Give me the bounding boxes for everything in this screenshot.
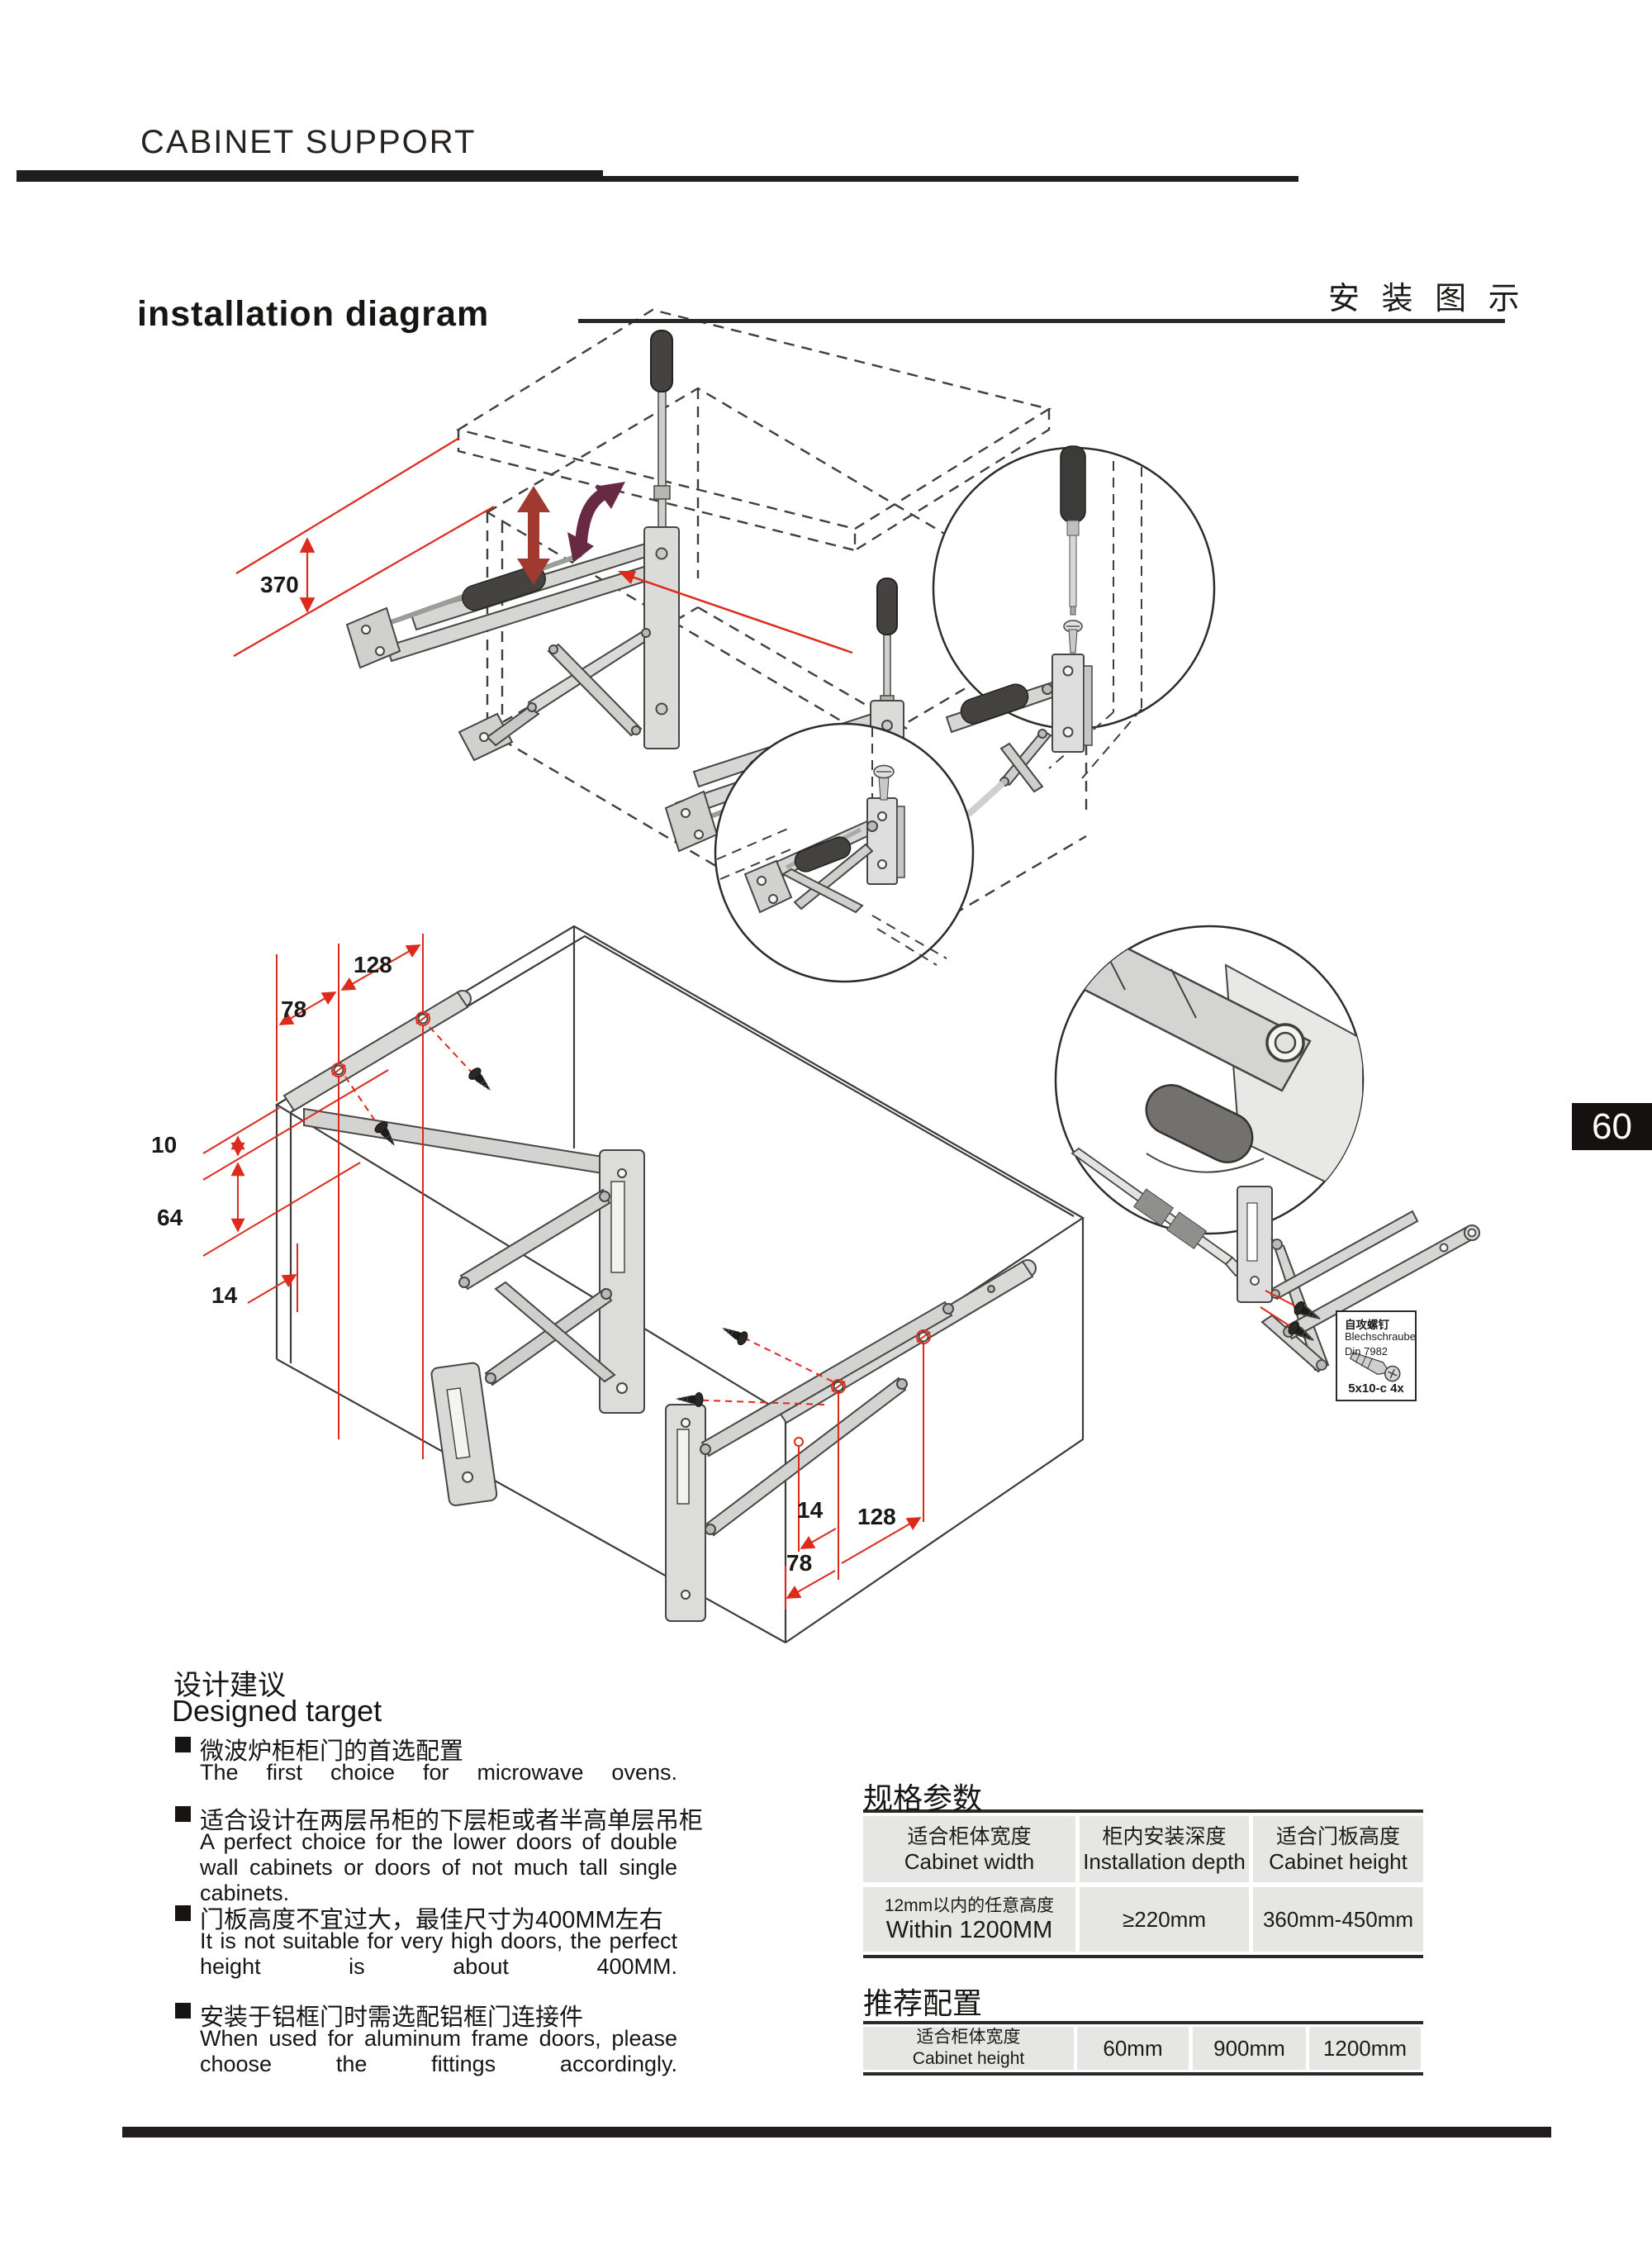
page-title: CABINET SUPPORT <box>140 124 477 160</box>
bullet-square <box>175 2003 191 2019</box>
screwdriver-icon <box>1060 445 1086 654</box>
config-value-1: 60mm <box>1077 2027 1189 2070</box>
header-rule-thin <box>603 176 1298 182</box>
top-concept-diagram <box>233 308 1089 963</box>
section-title-cn: 安 装 图 示 <box>1328 282 1526 316</box>
screw-graphic-icon <box>1350 1352 1401 1382</box>
bullet-4-en: When used for aluminum frame doors, plea… <box>200 2026 677 2076</box>
spec-cell-depth-value: ≥220mm <box>1080 1887 1249 1952</box>
page-number-tab: 60 <box>1572 1103 1652 1150</box>
bullet-4-cn: 安装于铝框门时需选配铝框门连接件 <box>200 2004 584 2031</box>
designed-target-title-en: Designed target <box>172 1694 382 1728</box>
dimension-370 <box>233 437 495 657</box>
screw-label-size: 5x10-c 4x <box>1348 1381 1404 1396</box>
dim-label-370: 370 <box>260 572 299 597</box>
bullet-2-en: A perfect choice for the lower doors of … <box>200 1829 677 1905</box>
dim-label-bottom-14: 14 <box>797 1497 824 1523</box>
spec-header-cabinet-height: 适合门板高度 Cabinet height <box>1253 1816 1423 1882</box>
dim-label-bottom-128: 128 <box>857 1504 896 1529</box>
config-row-header: 适合柜体宽度 Cabinet height <box>863 2027 1074 2070</box>
bullet-square <box>175 1737 191 1752</box>
detail-circle-arm <box>1054 925 1365 1235</box>
main-cabinet-diagram <box>202 925 1085 1643</box>
config-table-rule-top <box>863 2021 1423 2024</box>
dim-label-bottom-78: 78 <box>786 1550 813 1576</box>
screw-info-box <box>1336 1310 1417 1401</box>
spec-table-rule-top <box>863 1809 1423 1813</box>
exploded-mechanism <box>1070 1147 1480 1401</box>
lift-mechanism-left <box>345 330 680 762</box>
screw-label-din: Din 7982 <box>1345 1345 1389 1358</box>
spec-header-installation-depth: 柜内安装深度 Installation depth <box>1080 1816 1249 1882</box>
screw-above-icon <box>873 764 895 801</box>
lifted-door-outline <box>455 308 1052 552</box>
motion-arrow-vertical <box>517 486 550 585</box>
config-table-title: 推荐配置 <box>863 1986 983 2020</box>
bullet-square <box>175 1806 191 1822</box>
motion-arrow-swing <box>567 482 625 563</box>
dim-label-left-14: 14 <box>211 1282 238 1308</box>
spec-cell-height-value: 360mm-450mm <box>1253 1887 1423 1952</box>
section-title: installation diagram <box>137 294 490 334</box>
pointer-arrow <box>618 571 853 654</box>
damper-capsule-icon <box>462 565 546 611</box>
spec-table-rule-bottom <box>863 1955 1423 1958</box>
dim-label-top-128: 128 <box>354 952 392 977</box>
bullet-square <box>175 1905 191 1921</box>
page-number: 60 <box>1592 1106 1632 1147</box>
dim-label-64: 64 <box>157 1205 183 1230</box>
spec-cell-width-value: 12mm以内的任意高度 Within 1200MM <box>863 1887 1075 1952</box>
spec-header-cabinet-width: 适合柜体宽度 Cabinet width <box>863 1816 1075 1882</box>
dim-label-10: 10 <box>151 1132 178 1158</box>
detail-circle-fixing <box>714 722 975 983</box>
bullet-2-cn: 适合设计在两层吊柜的下层柜或者半高单层吊柜 <box>200 1808 704 1834</box>
dimension-lines <box>202 934 924 1610</box>
bullet-1-cn: 微波炉柜柜门的首选配置 <box>200 1738 464 1765</box>
spec-table-title: 规格参数 <box>863 1781 983 1815</box>
section-title-rule <box>578 319 1505 323</box>
bullet-1-en: The first choice for microwave ovens. <box>200 1760 677 1785</box>
footer-rule <box>122 2127 1551 2137</box>
hole-markers <box>331 1011 931 1447</box>
header-rule-thick <box>17 170 603 182</box>
screw-label-cn: 自攻螺钉 <box>1345 1319 1389 1331</box>
main-mechanism-right <box>665 1259 1037 1622</box>
designed-target-title-cn: 设计建议 <box>173 1670 286 1701</box>
screw-leaders <box>344 1026 833 1408</box>
config-value-2: 900mm <box>1193 2027 1306 2070</box>
screw-label-de: Blechschraube <box>1345 1330 1416 1343</box>
detail-circle-screwdriver <box>932 445 1216 817</box>
dim-label-top-78: 78 <box>281 996 307 1022</box>
config-value-3: 1200mm <box>1309 2027 1421 2070</box>
config-table-rule-bottom <box>863 2072 1423 2076</box>
bullet-3-cn: 门板高度不宜过大，最佳尺寸为400MM左右 <box>200 1907 663 1933</box>
bullet-3-en: It is not suitable for very high doors, … <box>200 1928 677 1979</box>
